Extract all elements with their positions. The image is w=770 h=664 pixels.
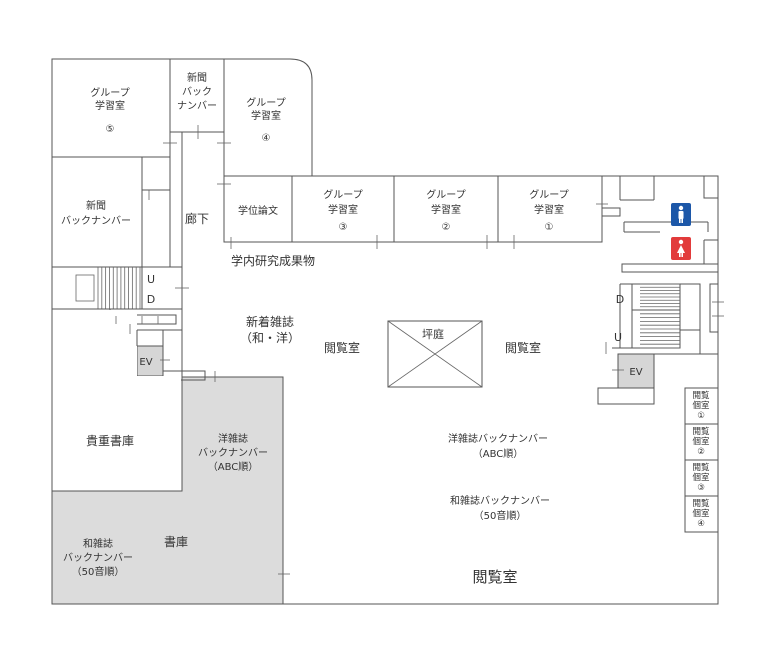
label-japanese-backnumber: 和雑誌バックナンバー（50音順） xyxy=(450,494,550,522)
right-stair-down-label: D xyxy=(616,293,624,306)
label-group5: グループ学習室 xyxy=(90,86,129,112)
label-reading-left: 閲覧室 xyxy=(324,340,360,355)
left-stair-down-label: D xyxy=(147,293,155,306)
label-group1: グループ学習室 xyxy=(529,188,568,216)
label-japanese-stack: 和雑誌バックナンバー（50音順） xyxy=(63,537,133,578)
label-new-journals: 新着雑誌（和・洋） xyxy=(240,314,300,345)
door-markers xyxy=(115,125,724,575)
label-group4-number: ④ xyxy=(262,133,271,144)
courtyard xyxy=(387,320,483,388)
left-ev-label: EV xyxy=(139,357,152,368)
label-western-backnumber: 洋雑誌バックナンバー（ABC順） xyxy=(448,432,548,460)
room-rare-books xyxy=(51,308,183,492)
female-restroom-icon xyxy=(671,237,691,260)
label-group3-number: ③ xyxy=(339,222,348,233)
right-stair-up-label: U xyxy=(614,331,622,344)
room-private4 xyxy=(684,495,719,533)
label-western-stack: 洋雑誌バックナンバー（ABC順） xyxy=(198,432,268,473)
label-group2: グループ学習室 xyxy=(426,188,465,216)
label-courtyard: 坪庭 xyxy=(422,327,444,341)
label-group3: グループ学習室 xyxy=(323,188,362,216)
left-stair-up-label: U xyxy=(147,273,155,286)
label-rare-books: 貴重書庫 xyxy=(86,434,134,448)
label-group2-number: ② xyxy=(442,222,451,233)
label-newspaper-top: 新聞バックナンバー xyxy=(177,71,217,112)
label-reading-main: 閲覧室 xyxy=(472,568,517,586)
label-corridor: 廊下 xyxy=(185,211,209,226)
label-newspaper-left: 新聞バックナンバー xyxy=(61,199,131,227)
label-group4: グループ学習室 xyxy=(246,96,285,122)
label-group5-number: ⑤ xyxy=(106,124,115,135)
label-group1-number: ① xyxy=(545,222,554,233)
label-stacks: 書庫 xyxy=(164,535,188,549)
right-ev-label: EV xyxy=(629,367,642,378)
label-campus-research: 学内研究成果物 xyxy=(231,253,315,268)
label-thesis: 学位論文 xyxy=(238,204,278,217)
label-reading-right: 閲覧室 xyxy=(505,340,541,355)
male-restroom-icon xyxy=(671,203,691,226)
